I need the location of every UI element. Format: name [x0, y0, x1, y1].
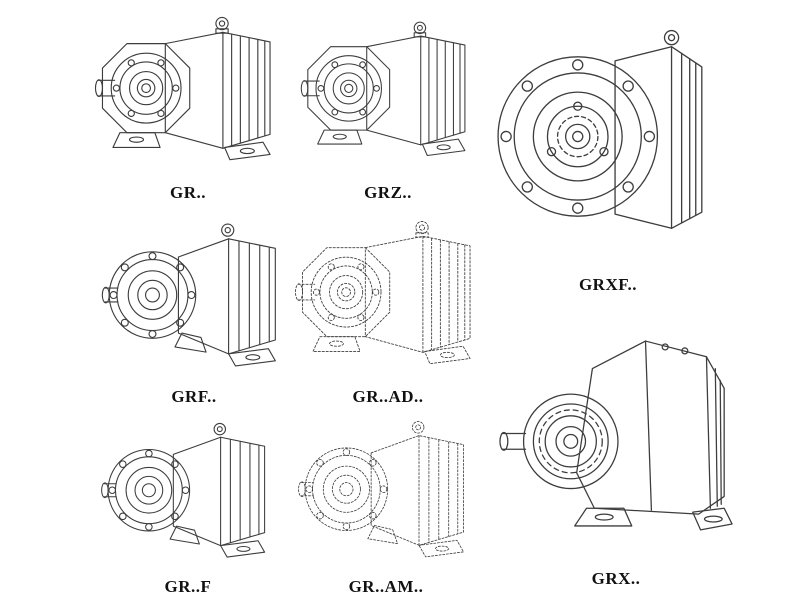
gearbox-figure-gr-f: GR..F: [92, 412, 284, 598]
gearbox-label-gr-ad: GR..AD..: [352, 387, 424, 406]
gearbox-figure-gr: GR..: [92, 4, 284, 204]
gearbox-label-gr: GR..: [170, 183, 206, 202]
gearbox-figure-grxf: GRXF..: [492, 0, 724, 296]
gr-ad-gear-unit-ghost-drawing: [292, 208, 484, 385]
gearbox-figure-grf: GRF..: [98, 212, 290, 408]
gearbox-label-grf: GRF..: [171, 387, 217, 406]
gearbox-figure-gr-ad: GR..AD..: [292, 208, 484, 408]
gr-f-gear-unit-drawing: [92, 412, 284, 575]
grx-gear-unit-drawing: [498, 300, 734, 567]
grxf-gear-unit-drawing: [492, 0, 724, 273]
gearbox-figure-gr-am: GR..AM..: [288, 410, 484, 598]
gearbox-figure-grz: GRZ..: [298, 4, 478, 204]
gearbox-label-gr-am: GR..AM..: [348, 577, 424, 596]
gearbox-label-grx: GRX..: [591, 569, 641, 588]
gearbox-label-grz: GRZ..: [364, 183, 412, 202]
grz-gear-unit-drawing: [298, 4, 478, 181]
gearbox-label-grxf: GRXF..: [578, 275, 638, 294]
grf-gear-unit-drawing: [98, 212, 290, 385]
gr-am-gear-unit-ghost-drawing: [288, 410, 484, 575]
gearbox-figure-grx: GRX..: [498, 300, 734, 590]
gr-gear-unit-drawing: [92, 4, 284, 181]
gearbox-label-gr-f: GR..F: [164, 577, 212, 596]
